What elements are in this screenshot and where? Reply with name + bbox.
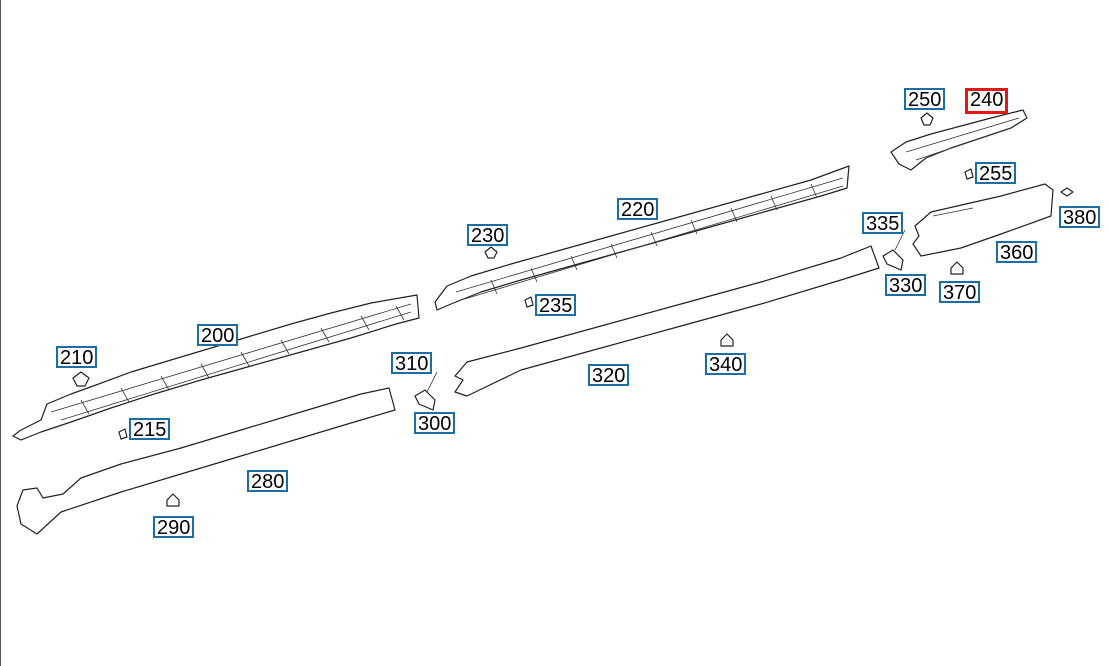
callout-235[interactable]: 235	[535, 294, 577, 317]
callout-230[interactable]: 230	[467, 224, 509, 247]
callout-310[interactable]: 310	[391, 352, 433, 375]
callout-280[interactable]: 280	[247, 470, 289, 493]
callout-320[interactable]: 320	[588, 364, 630, 387]
callout-370[interactable]: 370	[939, 281, 981, 304]
part-240-bracket	[890, 109, 1028, 171]
callout-330[interactable]: 330	[885, 274, 927, 297]
callout-380[interactable]: 380	[1059, 206, 1101, 229]
part-small-clips	[72, 112, 1074, 507]
part-320-sill-cover	[454, 245, 880, 397]
callout-335[interactable]: 335	[862, 212, 904, 235]
callout-255[interactable]: 255	[975, 162, 1017, 185]
callout-210[interactable]: 210	[56, 346, 98, 369]
callout-300[interactable]: 300	[414, 412, 456, 435]
callout-240[interactable]: 240	[965, 88, 1009, 114]
callout-360[interactable]: 360	[996, 241, 1038, 264]
callout-290[interactable]: 290	[153, 516, 195, 539]
callout-200[interactable]: 200	[197, 324, 239, 347]
part-280-sill-cover	[16, 387, 396, 535]
callout-250[interactable]: 250	[904, 88, 946, 111]
part-220-bracket-rail	[434, 165, 850, 311]
part-200-bracket-rail	[12, 294, 420, 441]
callout-340[interactable]: 340	[705, 353, 747, 376]
part-360-sill-cover	[912, 183, 1054, 257]
callout-215[interactable]: 215	[129, 418, 171, 441]
callout-220[interactable]: 220	[617, 198, 659, 221]
